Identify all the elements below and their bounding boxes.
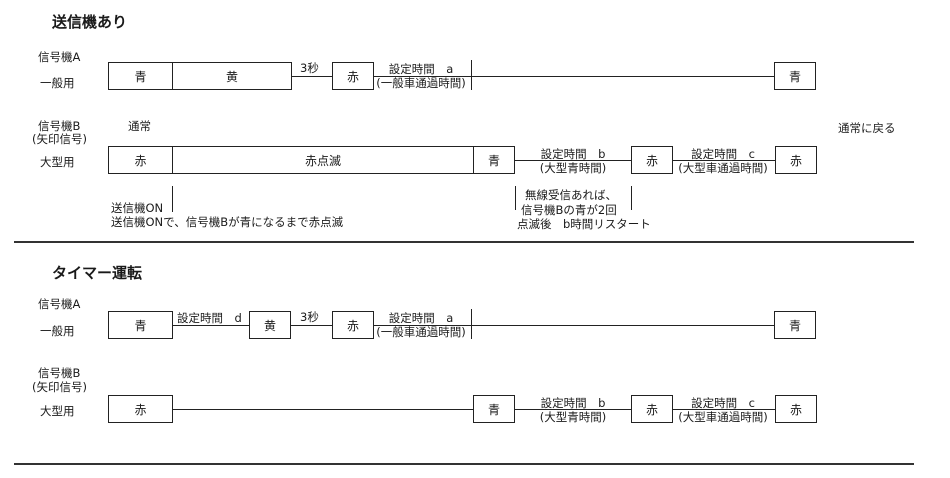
s2-a-gap-label: 3秒 [300, 310, 319, 324]
s2-a-red-box: 赤 [332, 311, 374, 339]
s2-b-red-end-box: 赤 [775, 395, 817, 423]
s2-b-blue-box: 青 [473, 395, 515, 423]
s2-b-line-wait [173, 409, 473, 410]
s2-a-tick [471, 309, 472, 339]
s1-b-line-b [515, 160, 631, 161]
s1-signal-a-label: 信号機A [38, 50, 81, 64]
s1-b-red-flash-box: 赤点滅 [172, 146, 474, 174]
s2-a-blue-end-box: 青 [774, 311, 816, 339]
s1-a-line-gap [292, 76, 332, 77]
s1-normal-label: 通常 [128, 119, 151, 133]
s2-a-line-d [173, 325, 249, 326]
s1-signal-b-sub1: (矢印信号) [32, 132, 87, 146]
s2-a-time-d: 設定時間 d [177, 311, 242, 325]
s1-a-tick [471, 60, 472, 90]
s1-a-blue-end-box: 青 [774, 62, 816, 90]
s2-signal-b-sub1: (矢印信号) [32, 380, 87, 394]
s1-b-time1-label: 設定時間 b (大型青時間) [539, 147, 607, 175]
s2-a-blue-box: 青 [108, 311, 173, 339]
s1-note-right-tick-left [515, 186, 516, 210]
s1-return-label: 通常に戻る [838, 121, 896, 135]
s1-a-yellow-box: 黄 [172, 62, 292, 90]
s1-a-line-main [374, 76, 774, 77]
s1-b-red-end-box: 赤 [775, 146, 817, 174]
s2-b-time1-label: 設定時間 b (大型青時間) [539, 396, 607, 424]
s1-note-left: 送信機ON 送信機ONで、信号機Bが青になるまで赤点滅 [111, 201, 344, 229]
s2-signal-b-sub2: 大型用 [40, 404, 75, 418]
s1-a-time-label: 設定時間 a (一般車通過時間) [376, 62, 466, 90]
s2-b-time2-label: 設定時間 c (大型車通過時間) [678, 396, 768, 424]
s2-a-line-gap [291, 325, 332, 326]
s2-a-yellow-box: 黄 [249, 311, 291, 339]
s2-b-red-box: 赤 [108, 395, 173, 423]
s2-b-line-c [673, 409, 775, 410]
s1-signal-b-sub2: 大型用 [40, 155, 75, 169]
s1-a-red-box: 赤 [332, 62, 374, 90]
s1-note-left-tick [172, 186, 173, 212]
s1-note-right: 無線受信あれば、 信号機Bの青が2回 点滅後 b時間リスタート [517, 188, 651, 231]
s2-signal-a-label: 信号機A [38, 297, 81, 311]
s1-a-gap-label: 3秒 [300, 61, 319, 75]
s1-b-blue-box: 青 [473, 146, 515, 174]
s2-b-line-b [515, 409, 631, 410]
s2-a-line-main [374, 325, 774, 326]
s1-b-red2-box: 赤 [631, 146, 673, 174]
s1-a-blue-box: 青 [108, 62, 173, 90]
section2-title: タイマー運転 [52, 264, 143, 282]
s1-signal-a-sub: 一般用 [40, 76, 75, 90]
s1-b-time2-label: 設定時間 c (大型車通過時間) [678, 147, 768, 175]
s1-b-line-c [673, 160, 775, 161]
section-separator-1 [14, 241, 914, 243]
s2-signal-b-label: 信号機B [38, 366, 81, 380]
s1-signal-b-label: 信号機B [38, 119, 81, 133]
s1-note-right-tick-right [631, 186, 632, 210]
s2-b-red2-box: 赤 [631, 395, 673, 423]
s1-b-red-box: 赤 [108, 146, 173, 174]
section1-title: 送信機あり [52, 13, 128, 31]
s2-signal-a-sub: 一般用 [40, 324, 75, 338]
section-separator-2 [14, 463, 914, 465]
s2-a-time-label: 設定時間 a (一般車通過時間) [376, 311, 466, 339]
